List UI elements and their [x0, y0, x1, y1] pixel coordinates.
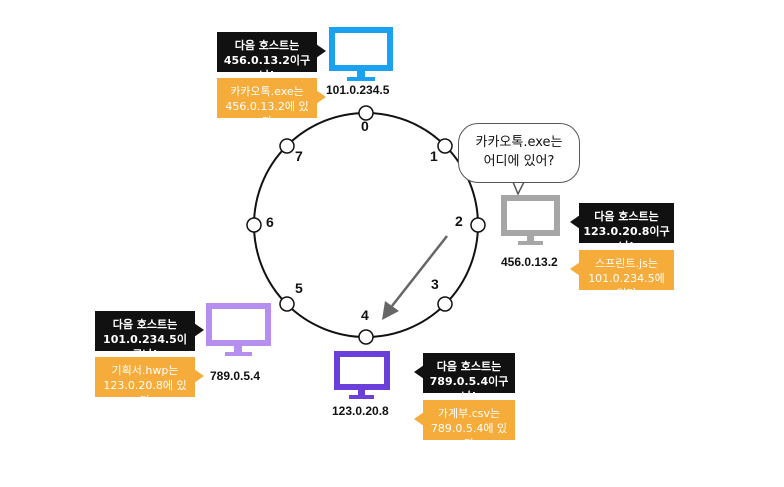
query-line-1: 카카오톡.exe는	[475, 135, 563, 150]
monitor-icon-host-456	[501, 195, 560, 245]
next-host-bubble: 다음 호스트는 101.0.234.5이구나!	[95, 311, 204, 361]
ring-node-6	[246, 217, 262, 233]
ring-node-label-2: 2	[455, 213, 463, 229]
speech-tail	[511, 181, 526, 196]
ring-node-label-0: 0	[361, 118, 369, 134]
file-line-2: 456.0.13.2에 있다	[225, 100, 309, 128]
next-host-line-1: 다음 호스트는	[594, 210, 659, 223]
next-host-bubble: 다음 호스트는 123.0.20.8이구나!	[570, 203, 674, 253]
file-line-2: 789.0.5.4에 있다	[430, 422, 508, 450]
monitor-icon-host-123	[334, 351, 390, 399]
file-location-bubble: 카카오톡.exe는 456.0.13.2에 있다	[217, 78, 326, 128]
file-line-1: 스프린트.js는	[595, 257, 658, 270]
ring-node-label-5: 5	[295, 280, 303, 296]
next-host-line-1: 다음 호스트는	[436, 360, 502, 373]
host-ip-label: 123.0.20.8	[332, 404, 389, 418]
ring-node-7	[279, 138, 295, 154]
next-host-bubble: 다음 호스트는 456.0.13.2이구나!	[217, 32, 326, 82]
query-line-2: 어디에 있어?	[483, 154, 555, 169]
file-location-bubble: 스프린트.js는 101.0.234.5에 있다	[570, 250, 674, 300]
lookup-arrow	[391, 235, 448, 307]
ring-node-0	[358, 105, 374, 121]
ring-node-label-3: 3	[431, 276, 439, 292]
file-line-2: 123.0.20.8에 있다	[103, 379, 187, 407]
next-host-line-2: 123.0.20.8이구나!	[583, 225, 670, 253]
ring-node-label-1: 1	[430, 148, 438, 164]
host-ip-label: 101.0.234.5	[326, 83, 390, 97]
next-host-bubble: 다음 호스트는 789.0.5.4이구나!	[414, 353, 515, 403]
next-host-line-1: 다음 호스트는	[112, 318, 178, 331]
ring-node-3	[437, 296, 453, 312]
ring-node-4	[358, 329, 374, 345]
file-line-2: 101.0.234.5에 있다	[588, 272, 665, 300]
ring-node-2	[470, 217, 486, 233]
file-location-bubble: 기획서.hwp는 123.0.20.8에 있다	[95, 357, 204, 407]
ring-node-label-7: 7	[295, 148, 303, 164]
next-host-line-1: 다음 호스트는	[234, 39, 300, 52]
next-host-line-2: 789.0.5.4이구나!	[429, 375, 509, 403]
query-speech-bubble: 카카오톡.exe는 어디에 있어?	[458, 123, 580, 183]
host-ip-label: 456.0.13.2	[501, 255, 558, 269]
lookup-arrow-head	[382, 301, 399, 320]
ring-node-label-4: 4	[361, 307, 369, 323]
monitor-icon-host-101	[329, 27, 393, 81]
host-ip-label: 789.0.5.4	[210, 369, 261, 383]
ring-node-label-6: 6	[266, 214, 274, 230]
file-location-bubble: 가계부.csv는 789.0.5.4에 있다	[414, 400, 515, 450]
file-line-1: 가계부.csv는	[437, 407, 501, 420]
monitor-icon-host-789	[206, 303, 271, 356]
ring-node-5	[279, 296, 295, 312]
file-line-1: 기획서.hwp는	[111, 364, 179, 377]
ring-node-1	[437, 138, 453, 154]
file-line-1: 카카오톡.exe는	[230, 85, 304, 98]
